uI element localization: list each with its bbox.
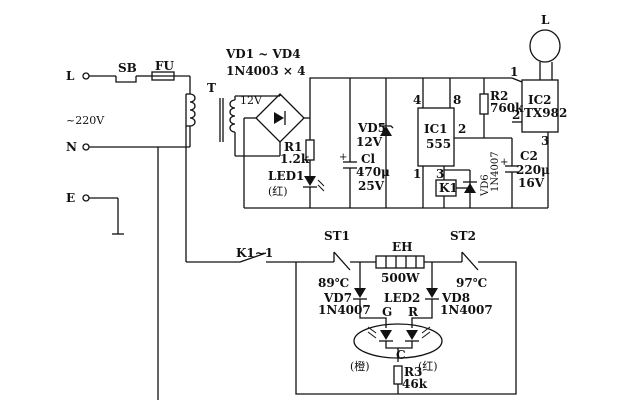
terminal-l bbox=[82, 72, 90, 80]
transformer-label: T bbox=[207, 81, 216, 95]
c1-label: Cl bbox=[361, 152, 376, 166]
vd7-part: 1N4007 bbox=[318, 303, 371, 317]
zener-vd5: VD5 12V bbox=[356, 78, 394, 208]
c1-voltage: 25V bbox=[358, 179, 385, 193]
positive-rail bbox=[309, 77, 512, 118]
st2-temp: 97℃ bbox=[456, 276, 487, 290]
led2-left-color: (橙) bbox=[350, 359, 370, 373]
ic2-pin3: 3 bbox=[541, 134, 549, 148]
transformer-t: T bbox=[186, 81, 236, 156]
svg-text:+: + bbox=[339, 152, 347, 163]
switch-sb: SB bbox=[89, 61, 150, 83]
led1-label: LED1 bbox=[268, 169, 304, 183]
relay-contact-label: K1~1 bbox=[236, 246, 273, 260]
ic1-part: 555 bbox=[426, 137, 451, 151]
st1-label: ST1 bbox=[324, 229, 350, 243]
bridge-name: VD1 ~ VD4 bbox=[225, 47, 301, 61]
c2-voltage: 16V bbox=[518, 176, 545, 190]
terminal-e bbox=[82, 194, 90, 202]
heater-label: EH bbox=[392, 240, 412, 254]
ic1-pin8: 8 bbox=[453, 93, 461, 107]
vd8-label: VD8 bbox=[441, 291, 470, 305]
terminal-e-label: E bbox=[66, 191, 75, 205]
relay-k1: K1 bbox=[435, 178, 470, 208]
led2-label: LED2 bbox=[384, 291, 420, 305]
relay-k1-label: K1 bbox=[439, 181, 458, 195]
c2-value: 220μ bbox=[516, 163, 550, 177]
ic2-part: TX982 bbox=[524, 106, 567, 120]
led2-pin-r: R bbox=[408, 305, 419, 319]
led2-right-color: (红) bbox=[418, 360, 438, 373]
diode-vd6: VD6 1N4007 bbox=[444, 151, 501, 208]
heater-eh: EH 500W bbox=[375, 240, 462, 285]
resistor-r2: R2 760k bbox=[478, 78, 524, 139]
switch-sb-label: SB bbox=[118, 61, 137, 75]
voltage-label: ~220V bbox=[66, 114, 105, 127]
ic2-label: IC2 bbox=[528, 93, 552, 107]
led2-pin-g: G bbox=[382, 305, 392, 319]
r3-value: 46k bbox=[402, 377, 428, 391]
relay-contact-k1-1: K1~1 bbox=[186, 246, 296, 263]
ic2-tx982: IC2 TX982 1 2 3 bbox=[510, 65, 567, 208]
terminal-l-label: L bbox=[66, 69, 75, 83]
ic1-pin4: 4 bbox=[413, 93, 421, 107]
vd5-value: 12V bbox=[356, 135, 383, 149]
lamp-l: L bbox=[529, 13, 561, 80]
r2-label: R2 bbox=[490, 89, 508, 103]
ic2-pin1: 1 bbox=[510, 65, 518, 79]
led1: LED1 (红) bbox=[268, 169, 325, 208]
ic1-label: IC1 bbox=[424, 122, 448, 136]
heater-power: 500W bbox=[381, 271, 420, 285]
thermostat-st1: ST1 89℃ bbox=[318, 229, 376, 290]
led1-color: (红) bbox=[268, 185, 288, 198]
lamp-label: L bbox=[541, 13, 550, 27]
terminal-n-label: N bbox=[66, 140, 77, 154]
resistor-r1: R1 1.2k bbox=[280, 118, 315, 176]
ic1-pin1: 1 bbox=[413, 167, 421, 181]
capacitor-c1: + Cl 470μ 25V bbox=[339, 78, 390, 208]
ic2-pin2: 2 bbox=[512, 108, 520, 122]
bridge-rectifier: VD1 ~ VD4 1N4003 × 4 12V bbox=[225, 47, 310, 208]
st2-label: ST2 bbox=[450, 229, 476, 243]
vd6-label: VD6 bbox=[480, 174, 491, 197]
thermostat-st2: ST2 97℃ bbox=[450, 229, 487, 290]
terminal-n bbox=[82, 143, 90, 151]
bridge-part: 1N4003 × 4 bbox=[226, 64, 305, 78]
heater-loop bbox=[295, 261, 517, 395]
diode-vd8: VD8 1N4007 bbox=[425, 262, 493, 317]
r3-label: R3 bbox=[404, 365, 422, 379]
led2-pin-c: C bbox=[396, 348, 406, 362]
capacitor-c2: + C2 220μ 16V bbox=[500, 138, 550, 208]
mains-input: L ~220V N E bbox=[66, 69, 105, 205]
vd7-label: VD7 bbox=[323, 291, 352, 305]
c2-label: C2 bbox=[520, 149, 538, 163]
svg-text:+: + bbox=[500, 157, 508, 168]
r1-label: R1 bbox=[284, 140, 302, 154]
st1-temp: 89℃ bbox=[318, 276, 349, 290]
ic1-pin2: 2 bbox=[458, 122, 466, 136]
vd6-part: 1N4007 bbox=[490, 151, 501, 192]
earth-ground bbox=[89, 197, 124, 235]
vd8-part: 1N4007 bbox=[440, 303, 493, 317]
led2-bicolor: LED2 G R C (橙) (红) bbox=[350, 291, 443, 373]
ic1-555: IC1 555 4 8 2 1 3 bbox=[413, 78, 478, 208]
fuse-fu-label: FU bbox=[155, 59, 175, 73]
c1-value: 470μ bbox=[356, 165, 390, 179]
r1-value: 1.2k bbox=[280, 152, 310, 166]
fuse-fu: FU bbox=[150, 59, 191, 94]
vd5-label: VD5 bbox=[357, 121, 386, 135]
ic1-pin3: 3 bbox=[436, 167, 444, 181]
resistor-r3: R3 46k bbox=[393, 365, 428, 394]
secondary-voltage: 12V bbox=[240, 94, 263, 107]
diode-vd7: VD7 1N4007 bbox=[318, 262, 371, 317]
r2-value: 760k bbox=[490, 101, 524, 115]
